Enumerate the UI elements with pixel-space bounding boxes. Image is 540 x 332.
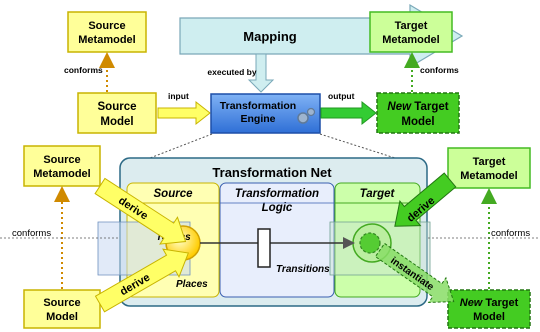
- executed-by-label: executed by: [207, 67, 256, 77]
- logic-column: [219, 182, 335, 298]
- svg-text:Metamodel: Metamodel: [460, 170, 517, 182]
- source-metamodel-bottom[interactable]: Source Metamodel: [23, 145, 101, 187]
- source-model-top[interactable]: Source Model: [77, 92, 157, 134]
- new-target-model-top[interactable]: New Target Model: [376, 92, 460, 134]
- svg-text:Source: Source: [43, 297, 80, 309]
- zoom-line-right: [319, 133, 396, 159]
- svg-text:Target: Target: [395, 20, 428, 32]
- derive-arrow-target: [394, 172, 457, 227]
- svg-text:Source: Source: [88, 20, 125, 32]
- input-arrow: [157, 100, 211, 126]
- svg-text:Metamodel: Metamodel: [33, 168, 90, 180]
- transition-bar[interactable]: [257, 228, 271, 268]
- svg-text:Model: Model: [473, 311, 505, 323]
- executed-by-arrow: [247, 53, 275, 93]
- svg-text:Source: Source: [43, 154, 80, 166]
- svg-text:Model: Model: [401, 116, 434, 128]
- source-model-bottom[interactable]: Source Model: [23, 289, 101, 329]
- target-token: [359, 232, 381, 254]
- new-target-model-bottom[interactable]: New Target Model: [447, 289, 531, 329]
- input-label: input: [168, 91, 189, 101]
- conforms-label-top-left: conforms: [64, 65, 103, 75]
- zoom-line-left: [149, 133, 213, 159]
- svg-text:Model: Model: [100, 116, 133, 128]
- conforms-label-bottom-right: conforms: [491, 228, 530, 239]
- gear-icon: [306, 107, 316, 117]
- transformation-engine[interactable]: Transformation Engine: [210, 93, 321, 134]
- svg-text:Target: Target: [473, 156, 506, 168]
- target-column-header: Target: [360, 188, 396, 200]
- svg-text:Model: Model: [46, 311, 78, 323]
- transformation-net-title: Transformation Net: [212, 165, 332, 180]
- logic-header-line2: Logic: [262, 202, 293, 214]
- transitions-label: Transitions: [276, 264, 330, 275]
- svg-text:New Target: New Target: [460, 297, 519, 309]
- svg-text:Engine: Engine: [240, 113, 275, 125]
- svg-text:Source: Source: [98, 101, 137, 113]
- mapping-label: Mapping: [243, 29, 296, 44]
- target-metamodel-top[interactable]: Target Metamodel: [369, 11, 453, 53]
- places-label: Places: [176, 279, 208, 290]
- svg-text:Metamodel: Metamodel: [382, 34, 439, 46]
- svg-text:Transformation: Transformation: [220, 100, 296, 112]
- conforms-label-bottom-left: conforms: [12, 228, 51, 239]
- svg-text:New Target: New Target: [387, 101, 448, 113]
- conforms-label-top-right: conforms: [420, 65, 459, 75]
- output-label: output: [328, 91, 355, 101]
- source-metamodel-top[interactable]: Source Metamodel: [67, 11, 147, 53]
- source-column-header: Source: [154, 188, 194, 200]
- target-metamodel-bottom[interactable]: Target Metamodel: [447, 147, 531, 189]
- svg-text:Metamodel: Metamodel: [78, 34, 135, 46]
- logic-header-line1: Transformation: [235, 188, 319, 200]
- gear-icon: [297, 112, 309, 124]
- output-arrow: [320, 100, 377, 126]
